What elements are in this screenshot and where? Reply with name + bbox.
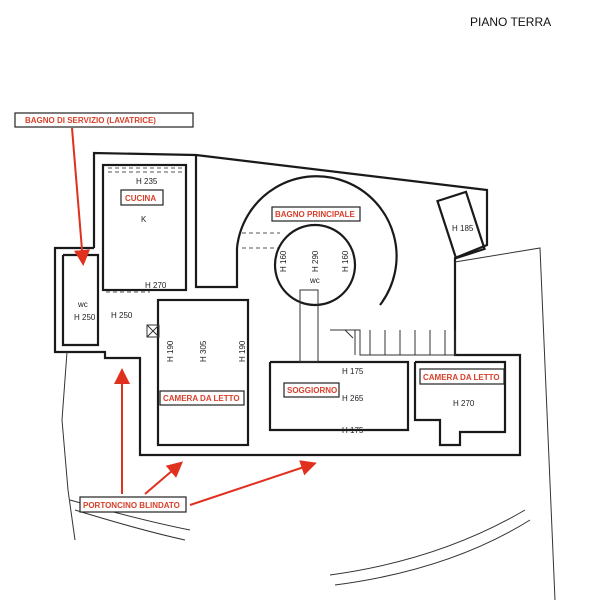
svg-text:H 175: H 175 xyxy=(342,367,364,376)
svg-text:wc: wc xyxy=(309,276,320,285)
svg-text:H 235: H 235 xyxy=(136,177,158,186)
arrow-to-entrance-camera xyxy=(144,461,184,495)
label-cucina: CUCINA xyxy=(120,189,164,206)
red-arrows xyxy=(71,127,317,506)
svg-text:H 270: H 270 xyxy=(453,399,475,408)
plan-title: PIANO TERRA xyxy=(470,15,551,29)
svg-text:PORTONCINO BLINDATO: PORTONCINO BLINDATO xyxy=(83,501,180,510)
svg-text:BAGNO PRINCIPALE: BAGNO PRINCIPALE xyxy=(275,210,356,219)
svg-text:H 250: H 250 xyxy=(111,311,133,320)
label-camera-sinistra: CAMERA DA LETTO xyxy=(159,390,245,406)
svg-text:H 160: H 160 xyxy=(341,250,350,272)
svg-text:H 305: H 305 xyxy=(199,340,208,362)
svg-text:H 190: H 190 xyxy=(166,340,175,362)
label-bagno-servizio: BAGNO DI SERVIZIO (LAVATRICE) xyxy=(14,112,194,128)
height-annotations: H 235 K H 270 wc H 250 H 250 H 190 H 305… xyxy=(74,177,475,435)
label-soggiorno: SOGGIORNO xyxy=(283,382,340,398)
svg-text:BAGNO DI SERVIZIO (LAVATRICE): BAGNO DI SERVIZIO (LAVATRICE) xyxy=(25,116,156,125)
label-portoncino: PORTONCINO BLINDATO xyxy=(79,496,187,513)
svg-text:K: K xyxy=(141,215,147,224)
svg-text:H 160: H 160 xyxy=(279,250,288,272)
svg-text:H 175: H 175 xyxy=(342,426,364,435)
svg-text:H 265: H 265 xyxy=(342,394,364,403)
svg-text:CAMERA DA LETTO: CAMERA DA LETTO xyxy=(163,394,240,403)
label-camera-destra: CAMERA DA LETTO xyxy=(419,368,505,385)
svg-text:H 270: H 270 xyxy=(145,281,167,290)
svg-text:CUCINA: CUCINA xyxy=(125,194,156,203)
arrow-to-bagno-servizio xyxy=(71,127,90,266)
svg-text:H 190: H 190 xyxy=(238,340,247,362)
svg-text:H 185: H 185 xyxy=(452,224,474,233)
svg-text:H 250: H 250 xyxy=(74,313,96,322)
arrow-to-entrance-soggiorno xyxy=(189,460,317,506)
walls xyxy=(53,151,556,600)
svg-text:H 290: H 290 xyxy=(311,250,320,272)
svg-text:SOGGIORNO: SOGGIORNO xyxy=(287,386,337,395)
label-bagno-principale: BAGNO PRINCIPALE xyxy=(271,206,361,222)
svg-text:wc: wc xyxy=(77,300,88,309)
svg-text:CAMERA DA LETTO: CAMERA DA LETTO xyxy=(423,373,500,382)
